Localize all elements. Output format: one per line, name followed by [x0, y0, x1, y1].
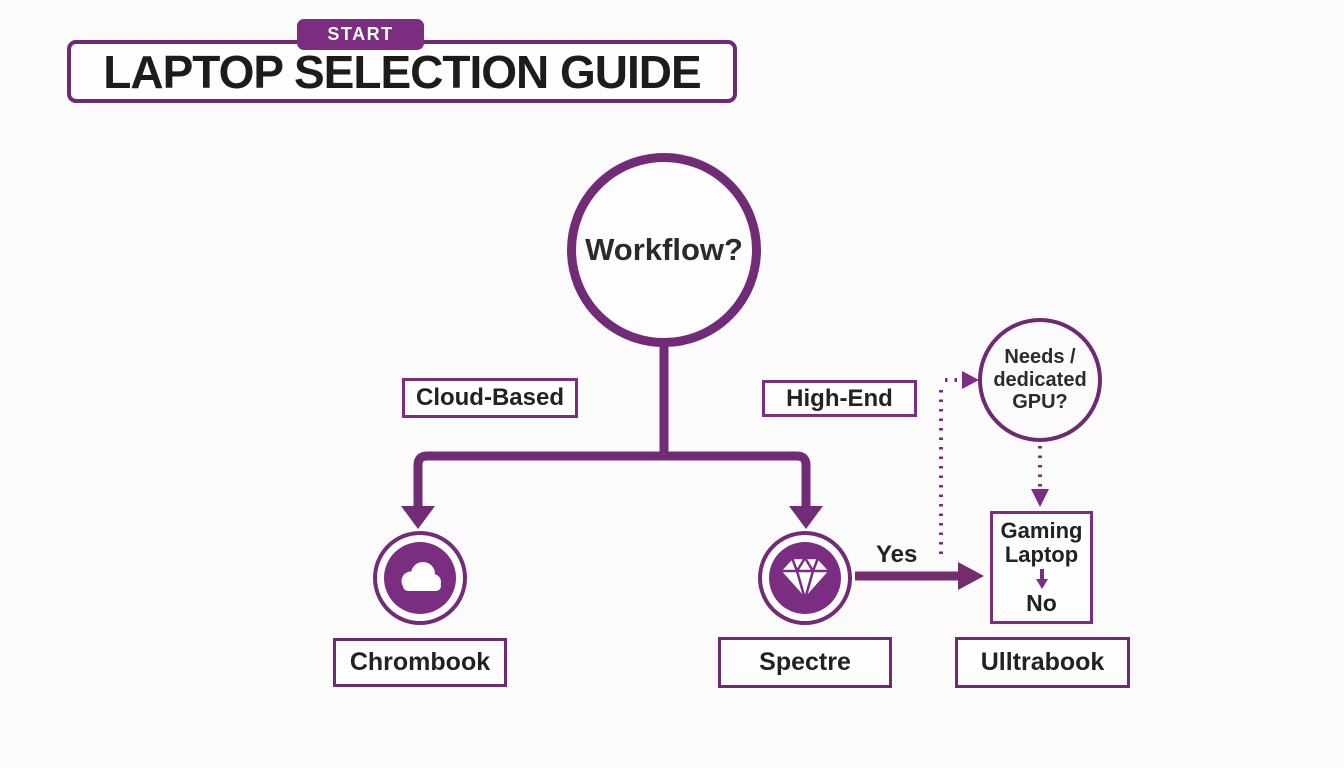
branch-label-high-end: High-End: [762, 380, 917, 417]
gpu-question-line2: dedicated: [993, 368, 1087, 391]
right-arrowhead-icon: [789, 506, 823, 529]
start-badge: START: [297, 19, 424, 50]
workflow-decision-node: Workflow?: [567, 153, 761, 347]
cloud-icon: [384, 542, 456, 614]
yes-arrowhead-icon: [958, 562, 984, 590]
left-arrowhead-icon: [401, 506, 435, 529]
diamond-node: [758, 531, 852, 625]
gaming-laptop-line2: Laptop: [1004, 541, 1079, 567]
page-title: LAPTOP SELECTION GUIDE: [103, 45, 701, 98]
outcome-spectre: Spectre: [718, 637, 892, 688]
gpu-down-arrowhead-icon: [1031, 489, 1049, 507]
branch-split-line: [413, 451, 811, 509]
gpu-question-line1: Needs /: [1004, 346, 1076, 369]
no-branch-label: No: [1026, 590, 1057, 617]
gpu-question-line3: GPU?: [1012, 391, 1068, 414]
outcome-chrombook: Chrombook: [333, 638, 507, 687]
workflow-label: Workflow?: [585, 232, 743, 267]
down-arrow-icon: [1035, 569, 1048, 590]
yes-branch-label: Yes: [876, 541, 918, 568]
gaming-laptop-line1: Gaming: [1000, 517, 1083, 543]
diamond-icon: [769, 542, 841, 614]
branch-label-cloud-based: Cloud-Based: [402, 378, 578, 418]
gaming-laptop-box: Gaming Laptop No: [990, 511, 1093, 624]
dotted-arrowhead-icon: [962, 371, 979, 389]
gpu-question-node: Needs / dedicated GPU?: [978, 318, 1102, 442]
outcome-ultrabook: Ulltrabook: [955, 637, 1130, 688]
cloud-node: [373, 531, 467, 625]
